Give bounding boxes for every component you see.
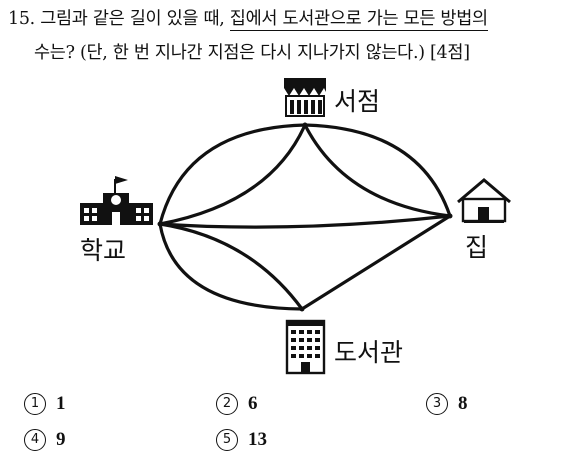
question-line-2: 수는? (단, 한 번 지나간 지점은 다시 지나가지 않는다.) [4점]	[34, 43, 470, 63]
road-school-bookstore-outer	[158, 123, 307, 226]
road-library-home	[300, 214, 452, 311]
choice-value-3: 8	[458, 393, 468, 414]
road-school-library-outer	[158, 222, 304, 311]
road-school-library-inner	[158, 222, 304, 311]
question-prefix: 그림과 같은 길이 있을 때,	[40, 9, 230, 29]
store-icon	[284, 78, 326, 117]
house-icon	[457, 178, 511, 223]
choice-number-1: 1	[24, 393, 46, 415]
question-line-1: 15. 그림과 같은 길이 있을 때, 집에서 도서관으로 가는 모든 방법의	[8, 2, 578, 36]
label-school: 학교	[80, 236, 127, 265]
choice-number-4: 4	[24, 429, 46, 451]
choice-number-5: 5	[216, 429, 238, 451]
choice-number-3: 3	[426, 393, 448, 415]
label-bookstore: 서점	[334, 87, 381, 116]
road-bookstore-home-inner	[303, 123, 452, 218]
school-icon	[80, 176, 153, 225]
building-icon	[285, 319, 326, 375]
choice-value-2: 6	[248, 393, 258, 414]
choice-value-5: 13	[248, 429, 267, 450]
road-diagram-svg	[80, 78, 511, 375]
choice-value-1: 1	[56, 393, 66, 414]
question-underlined-phrase: 집에서 도서관으로 가는 모든 방법의	[229, 9, 488, 31]
label-library: 도서관	[334, 338, 404, 367]
choice-value-4: 9	[56, 429, 66, 450]
road-school-home	[158, 214, 452, 229]
question-text: 15. 그림과 같은 길이 있을 때, 집에서 도서관으로 가는 모든 방법의 …	[8, 2, 578, 70]
choice-5[interactable]: 5 13	[216, 429, 267, 451]
choice-number-2: 2	[216, 393, 238, 415]
label-home: 집	[465, 233, 489, 262]
question-number: 15.	[8, 9, 35, 29]
road-diagram: 서점 학교 집 도서관	[0, 68, 582, 388]
road-bookstore-home-outer	[303, 123, 452, 218]
road-school-bookstore-inner	[158, 123, 307, 226]
